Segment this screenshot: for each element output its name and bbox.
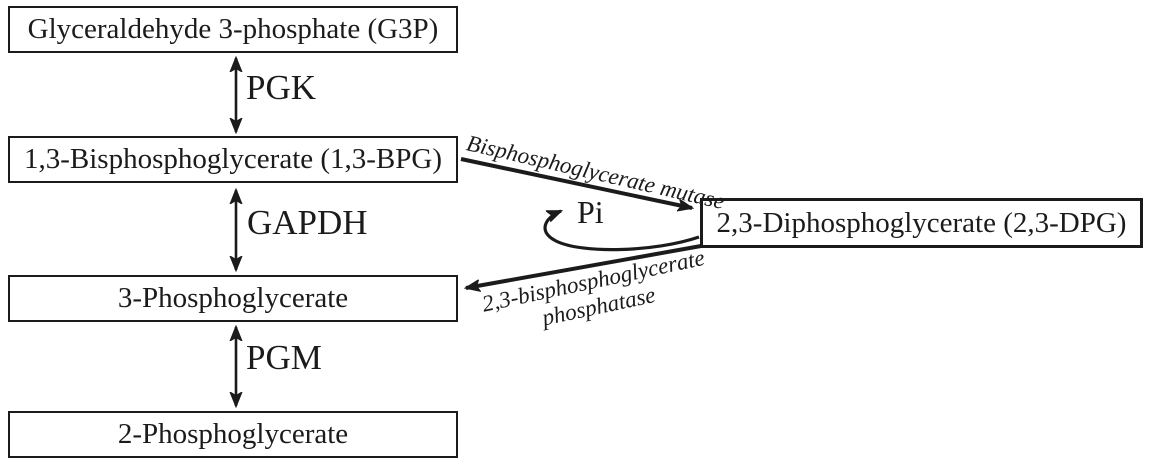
node-g3p-label: Glyceraldehyde 3-phosphate (G3P) [27, 13, 439, 45]
node-dpg23: 2,3-Diphosphoglycerate (2,3-DPG) [700, 198, 1143, 248]
enzyme-label-pgk: PGK [246, 68, 317, 107]
node-pg2-label: 2-Phosphoglycerate [117, 418, 349, 450]
enzyme-label-gapdh: GAPDH [247, 203, 368, 242]
node-g3p: Glyceraldehyde 3-phosphate (G3P) [8, 6, 458, 53]
arrow-mutase [460, 157, 692, 208]
arrow-phosphatase [466, 244, 702, 288]
node-pg2: 2-Phosphoglycerate [8, 411, 458, 458]
node-pg3: 3-Phosphoglycerate [8, 275, 458, 322]
node-bpg13: 1,3-Bisphosphoglycerate (1,3-BPG) [8, 136, 458, 183]
node-pg3-label: 3-Phosphoglycerate [117, 282, 349, 314]
node-dpg23-label: 2,3-Diphosphoglycerate (2,3-DPG) [716, 206, 1127, 239]
enzyme-label-pgm: PGM [246, 338, 322, 377]
phosphate-release-label: Pi [577, 194, 604, 230]
arrow-pi-release [543, 209, 700, 252]
node-bpg13-label: 1,3-Bisphosphoglycerate (1,3-BPG) [23, 143, 443, 175]
